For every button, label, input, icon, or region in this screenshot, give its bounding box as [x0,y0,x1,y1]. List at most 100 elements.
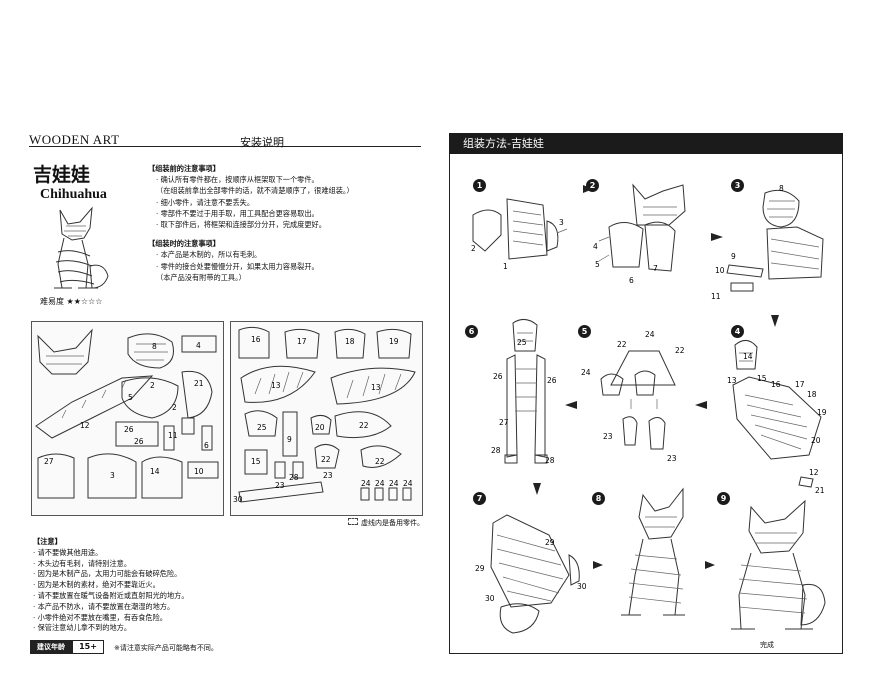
parts-sheet-b-drawing: 16 17 18 19 13 13 25 22 20 9 15 23 23 22… [231,322,422,515]
part-label: 20 [315,423,325,432]
step-7-label: 30 [577,582,587,591]
finished-label: 完成 [760,640,774,650]
step-7-label: 30 [485,594,495,603]
during-assembly-heading: 【组装时的注意事项】 [148,238,428,249]
spare-parts-note-text: 虚线内是备用零件。 [361,519,424,527]
recommended-age-label: 建议年龄 [30,640,72,654]
document-title: 安装说明 [240,134,284,150]
header-rule [29,146,421,147]
step-4-label: 18 [807,390,817,399]
recommended-age-value: 15+ [72,640,104,654]
step-3-label: 9 [731,252,736,261]
step-2-drawing: 4 5 6 7 [593,185,685,285]
part-label: 24 [389,479,399,488]
caution-item: · 小零件绝对不要放在嘴里，有吞食危险。 [33,613,273,624]
step-5-label: 22 [617,340,627,349]
part-label: 5 [128,393,133,402]
arrow-right-icon [593,561,603,569]
step-4-label: 19 [817,408,827,417]
difficulty-rating: 难易度 ★★☆☆☆ [40,296,102,307]
step-9-drawing [731,501,825,629]
caution-item: · 请不要放置在暖气设备附近或直射阳光的地方。 [33,591,273,602]
step-1-label: 3 [559,218,564,227]
part-label: 2 [172,403,177,412]
part-label: 23 [323,471,333,480]
before-item: （在组装前拿出全部零件的话，就不清楚顺序了，很难组装。） [148,185,428,196]
step-7-drawing: 29 29 30 30 [475,515,587,633]
step-4-label: 16 [771,380,781,389]
before-item: · 零部件不要过于用手取，用工具配合更容易取出。 [148,208,428,219]
chihuahua-thumbnail-illustration [42,204,114,294]
step-8-drawing [621,489,685,615]
arrow-left-icon [565,401,577,409]
part-label: 19 [389,337,399,346]
part-label: 30 [233,495,243,504]
caution-heading: 【注意】 [33,537,273,548]
step-3-drawing: 8 9 10 11 [711,184,823,301]
part-label: 25 [257,423,267,432]
step-1-drawing: 2 1 3 [471,199,567,271]
product-difference-note: ※请注意实际产品可能略有不同。 [114,643,218,653]
part-label: 4 [196,341,201,350]
parts-sheet-a-drawing: 8 4 2 21 5 2 12 26 26 11 6 27 3 14 10 [32,322,223,515]
step-1-label: 2 [471,244,476,253]
before-assembly-heading: 【组装前的注意事项】 [148,163,428,174]
step-4-label: 17 [795,380,805,389]
assembly-steps-illustrations: 2 1 3 4 5 6 7 8 9 10 11 14 13 [449,155,843,651]
part-label: 12 [80,421,90,430]
caution-item: · 因为是木制产品，太用力可能会有破碎危险。 [33,569,273,580]
arrow-left-icon [695,401,707,409]
step-5-label: 24 [581,368,591,377]
part-label: 17 [297,337,307,346]
step-4-drawing: 14 13 15 16 17 18 19 20 12 21 [727,340,827,495]
step-6-label: 26 [547,376,557,385]
product-name-english: Chihuahua [40,187,107,203]
caution-item: · 保管注意幼儿拿不到的地方。 [33,623,273,634]
step-2-label: 5 [595,260,600,269]
step-4-label: 12 [809,468,819,477]
step-5-label: 23 [603,432,613,441]
part-label: 21 [194,379,204,388]
before-item: · 细小零件，请注意不要丢失。 [148,197,428,208]
product-name-chinese: 吉娃娃 [33,160,90,187]
before-item: · 取下部件后，将框架和连接部分分开，完成度更好。 [148,219,428,230]
during-item: · 零件的接合处要慢慢分开，如果太用力容易裂开。 [148,261,428,272]
part-label: 24 [361,479,371,488]
part-label: 15 [251,457,261,466]
step-5-drawing: 22 24 22 24 23 23 [581,330,685,463]
part-label: 26 [134,437,144,446]
part-label: 24 [403,479,413,488]
step-3-label: 10 [715,266,725,275]
step-4-label: 13 [727,376,737,385]
during-item: · 本产品是木制的，所以有毛刺。 [148,249,428,260]
part-label: 11 [168,431,178,440]
part-label: 3 [110,471,115,480]
step-4-label: 15 [757,374,767,383]
arrow-down-icon [771,315,779,327]
part-label: 2 [150,381,155,390]
part-label: 14 [150,467,160,476]
part-label: 9 [287,435,292,444]
step-6-label: 25 [517,338,527,347]
part-label: 8 [152,342,157,351]
part-label: 10 [194,467,204,476]
step-4-label: 21 [815,486,825,495]
caution-item: · 本产品不防水，请不要放置在潮湿的地方。 [33,602,273,613]
arrow-right-icon [705,561,715,569]
step-4-label: 20 [811,436,821,445]
before-item: · 确认所有零件都在，按顺序从框架取下一个零件。 [148,174,428,185]
step-7-label: 29 [475,564,485,573]
step-2-label: 6 [629,276,634,285]
step-6-label: 28 [545,456,555,465]
step-1-label: 1 [503,262,508,271]
step-5-label: 22 [675,346,685,355]
assembly-notes: 【组装前的注意事项】 · 确认所有零件都在，按顺序从框架取下一个零件。 （在组装… [148,163,428,283]
step-2-label: 7 [653,264,658,273]
part-label: 16 [251,335,261,344]
caution-item: · 木头边有毛刺，请特别注意。 [33,559,273,570]
spare-parts-note: 虚线内是备用零件。 [348,518,424,528]
part-label: 13 [371,383,381,392]
part-label: 22 [321,455,331,464]
parts-sheet-a: 8 4 2 21 5 2 12 26 26 11 6 27 3 14 10 [31,321,224,516]
step-6-label: 27 [499,418,509,427]
